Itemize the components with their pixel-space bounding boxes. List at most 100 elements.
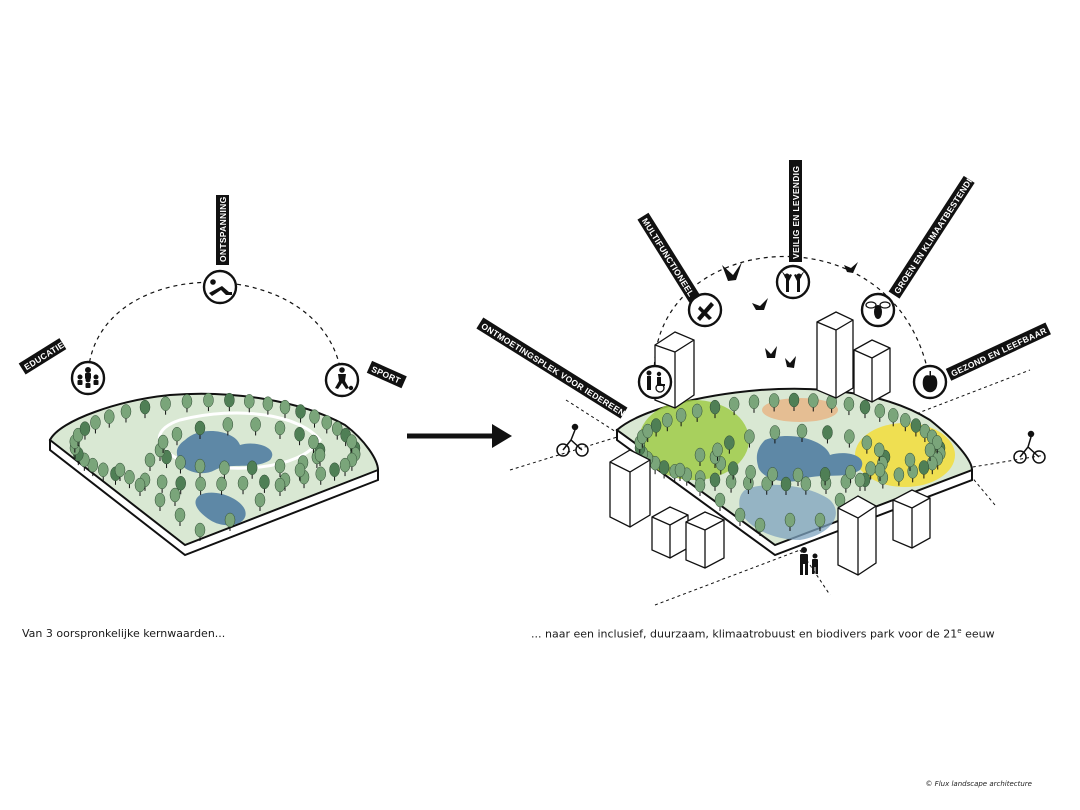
tree-icon	[744, 429, 755, 448]
tree-icon	[331, 421, 343, 440]
gezond-tag: GEZOND EN LEEFBAAR	[945, 322, 1051, 381]
tree-icon	[874, 403, 886, 422]
educatie-icon-circle	[70, 360, 106, 396]
tree-icon	[691, 403, 703, 422]
tree-icon	[346, 434, 357, 453]
tree-icon	[873, 442, 885, 461]
bird-icon	[752, 298, 768, 310]
tree-icon	[754, 517, 766, 536]
groen-label: GROEN EN KLIMAATBESTENDIG	[892, 171, 978, 296]
tree-icon	[918, 460, 930, 479]
tree-icon	[160, 396, 171, 415]
tree-icon	[808, 393, 819, 412]
tree-icon	[103, 409, 115, 428]
transition-arrow	[407, 424, 512, 448]
ontmoetingsplek-tag: ONTMOETINGSPLEK VOOR IEDEREEN	[476, 317, 628, 419]
building-right	[892, 489, 931, 549]
left-park-diagram: EDUCATIE ONTSPANNING SPORT	[18, 195, 407, 557]
tree-icon	[843, 396, 855, 416]
gezond-icon-circle	[912, 364, 948, 400]
tree-icon	[845, 464, 856, 484]
tree-icon	[904, 452, 916, 471]
educatie-tag: EDUCATIE	[18, 338, 67, 375]
cyclist-left-icon	[556, 423, 589, 457]
butterfly-icon	[785, 356, 796, 368]
right-tree-cluster	[634, 392, 946, 536]
tree-icon	[244, 394, 255, 413]
tree-icon	[822, 425, 833, 444]
tree-icon	[274, 420, 286, 439]
tree-icon	[329, 462, 340, 481]
groen-tag: GROEN EN KLIMAATBESTENDIG	[888, 171, 978, 299]
tree-icon	[321, 415, 333, 434]
ontspanning-label: ONTSPANNING	[218, 196, 228, 262]
tree-icon	[761, 476, 772, 495]
building-left-front	[609, 449, 651, 528]
tree-icon	[309, 409, 320, 428]
tree-icon	[814, 512, 826, 531]
sport-tag: SPORT	[366, 360, 407, 389]
tree-icon	[734, 507, 746, 526]
tree-icon	[709, 399, 721, 419]
ontmoetingsplek-icon-circle	[637, 364, 673, 400]
tree-icon	[274, 477, 286, 496]
birds	[722, 262, 858, 368]
tree-icon	[650, 418, 662, 437]
tree-icon	[339, 457, 351, 477]
tree-icon	[195, 476, 206, 495]
right-caption-text: ... naar een inclusief, duurzaam, klimaa…	[531, 627, 958, 641]
educatie-label: EDUCATIE	[22, 340, 66, 372]
ontspanning-icon-circle	[202, 269, 238, 305]
soccer-player-icon	[335, 367, 354, 391]
left-caption: Van 3 oorspronkelijke kernwaarden...	[22, 627, 226, 640]
gezond-label: GEZOND EN LEEFBAAR	[949, 325, 1048, 378]
tree-icon	[887, 408, 899, 427]
tree-icon	[796, 423, 808, 442]
pedestrians-icon	[800, 547, 818, 575]
tree-icon	[819, 467, 831, 486]
tree-icon	[295, 404, 306, 423]
tree-icon	[745, 464, 756, 484]
tree-icon	[224, 512, 236, 531]
multifunctioneel-label: MULTIFUNCTIONEEL	[640, 216, 696, 298]
right-caption-suffix: eeuw	[961, 627, 995, 641]
tree-icon	[79, 421, 91, 440]
tree-icon	[767, 467, 778, 486]
tree-icon	[900, 412, 911, 432]
tree-icon	[194, 522, 206, 541]
tree-icon	[724, 435, 735, 454]
tree-icon	[139, 399, 151, 419]
multifunctioneel-icon-circle	[687, 292, 723, 328]
tree-icon	[279, 399, 291, 419]
tree-icon	[674, 462, 686, 481]
tree-icon	[792, 467, 804, 486]
tree-icon	[694, 447, 706, 466]
tree-icon	[308, 434, 319, 454]
tree-icon	[262, 396, 274, 415]
ontmoetingsplek-label: ONTMOETINGSPLEK VOOR IEDEREEN	[479, 321, 627, 418]
right-park-diagram: ONTMOETINGSPLEK VOOR IEDEREEN MULTIFUNCT…	[476, 160, 1051, 606]
tree-icon	[194, 420, 206, 439]
tree-icon	[294, 426, 305, 446]
multitool-icon	[697, 302, 714, 321]
wheelchair-people-icon	[646, 370, 665, 393]
bird-icon	[722, 262, 742, 281]
veilig-icon-circle	[775, 264, 811, 300]
tree-icon	[157, 434, 169, 454]
ontspanning-tag: ONTSPANNING	[216, 195, 229, 265]
left-tree-cluster	[69, 392, 361, 541]
building-tower-center	[816, 311, 854, 399]
tree-icon	[171, 426, 183, 446]
tree-icon	[90, 415, 101, 434]
building-block-center	[853, 339, 891, 403]
tree-icon	[727, 461, 739, 480]
tree-icon	[254, 492, 266, 511]
tree-icon	[175, 455, 186, 474]
tree-icon	[216, 476, 227, 495]
right-caption: ... naar een inclusief, duurzaam, klimaa…	[531, 627, 995, 641]
tree-icon	[169, 487, 181, 506]
tree-icon	[194, 458, 206, 478]
tree-icon	[861, 435, 873, 454]
tree-icon	[124, 469, 135, 489]
